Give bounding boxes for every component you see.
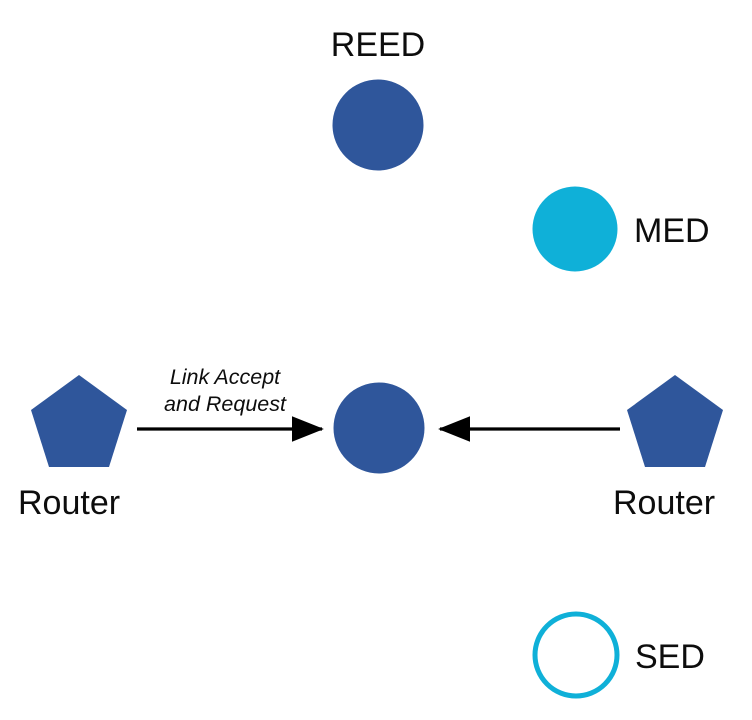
node-leader-center[interactable] xyxy=(333,382,425,474)
med-label: MED xyxy=(634,212,710,250)
node-reed[interactable]: REED xyxy=(331,26,425,171)
leader-circle-icon[interactable] xyxy=(333,382,425,474)
node-med[interactable]: MED xyxy=(532,186,710,272)
reed-label: REED xyxy=(331,26,425,64)
reed-circle-icon[interactable] xyxy=(332,79,424,171)
node-sed[interactable]: SED xyxy=(532,611,705,699)
router-right-pentagon-icon[interactable] xyxy=(627,375,723,467)
edge-label-line-2: and Request xyxy=(164,392,287,416)
router-right-label: Router xyxy=(613,484,715,522)
node-router-left[interactable]: Router xyxy=(18,375,127,522)
sed-circle-icon[interactable] xyxy=(532,611,620,699)
sed-label: SED xyxy=(635,638,705,676)
edge-label-line-1: Link Accept xyxy=(170,365,281,389)
node-router-right[interactable]: Router xyxy=(613,375,723,522)
router-left-pentagon-icon[interactable] xyxy=(31,375,127,467)
edge-link-accept-and-request: Link Accept and Request xyxy=(137,365,324,442)
router-left-label: Router xyxy=(18,484,120,522)
med-circle-icon[interactable] xyxy=(532,186,618,272)
